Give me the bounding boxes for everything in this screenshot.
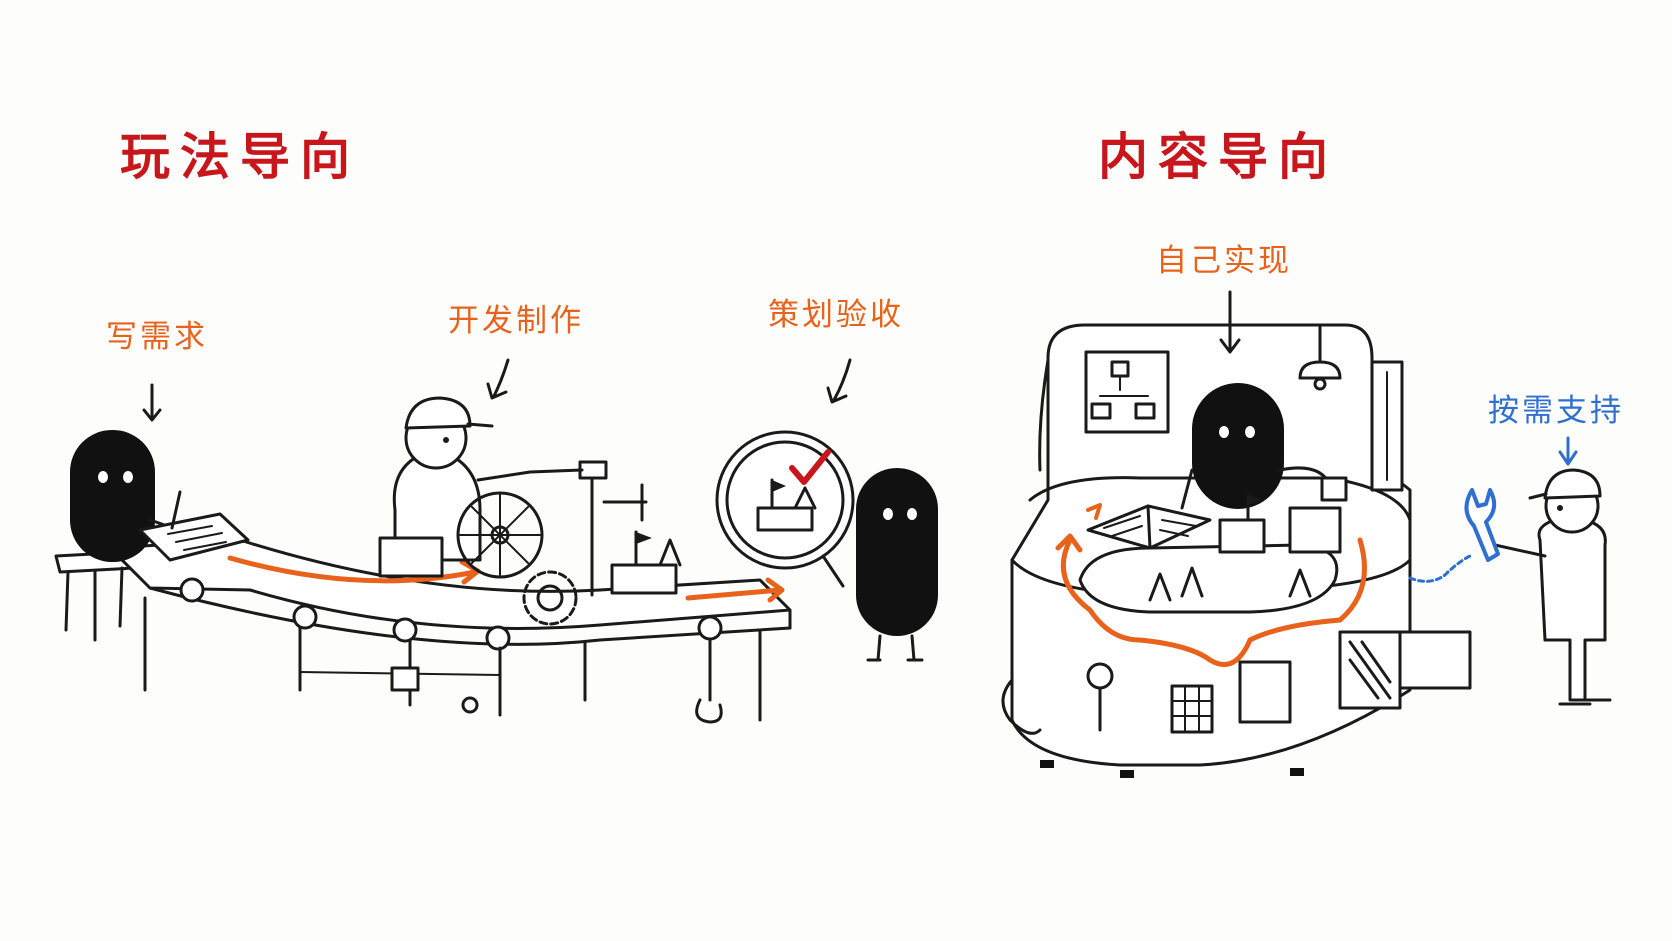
step-designer-acceptance: 策划验收 <box>768 297 904 333</box>
content-oriented-title: 内容导向 <box>1098 128 1338 186</box>
creator-character <box>1086 383 1348 602</box>
gameplay-oriented-title: 玩法导向 <box>120 128 360 186</box>
step-arrow <box>826 358 852 404</box>
steering-wheel <box>456 491 544 579</box>
flow-arrow-head <box>765 577 785 603</box>
gameplay-oriented-scene <box>54 358 938 724</box>
step-on-demand-support: 按需支持 <box>1488 393 1624 429</box>
content-oriented-scene <box>1001 290 1612 778</box>
step-arrow <box>142 383 162 422</box>
wrench-icon <box>1464 488 1500 562</box>
checkmark-icon <box>789 449 831 485</box>
flow-arrow <box>227 555 478 584</box>
flow-arrow <box>685 587 783 601</box>
conveyor-belt <box>108 538 792 724</box>
lamp-icon <box>1298 323 1342 391</box>
stool <box>54 550 136 642</box>
step-arrow <box>1219 290 1241 354</box>
content-flow-path <box>1060 537 1367 667</box>
machine <box>1001 323 1472 778</box>
magnifier-icon <box>715 430 855 570</box>
support-worker-character <box>1408 468 1612 706</box>
support-arrow <box>1558 436 1578 466</box>
writer-character <box>70 430 250 562</box>
inspector-character <box>715 430 938 662</box>
gear <box>522 570 578 626</box>
flowchart-icon <box>1084 350 1170 434</box>
step-development: 开发制作 <box>448 303 584 339</box>
step-self-implementation: 自己实现 <box>1156 243 1292 279</box>
worker-character <box>378 396 682 626</box>
pencil-icon <box>170 490 182 530</box>
step-arrow <box>486 358 510 400</box>
flag-icon <box>636 532 652 544</box>
step-write-requirements: 写需求 <box>106 319 208 355</box>
support-link <box>1408 554 1472 583</box>
flow-arrow-head <box>1055 533 1083 553</box>
flow-arrow-head <box>1086 503 1102 520</box>
